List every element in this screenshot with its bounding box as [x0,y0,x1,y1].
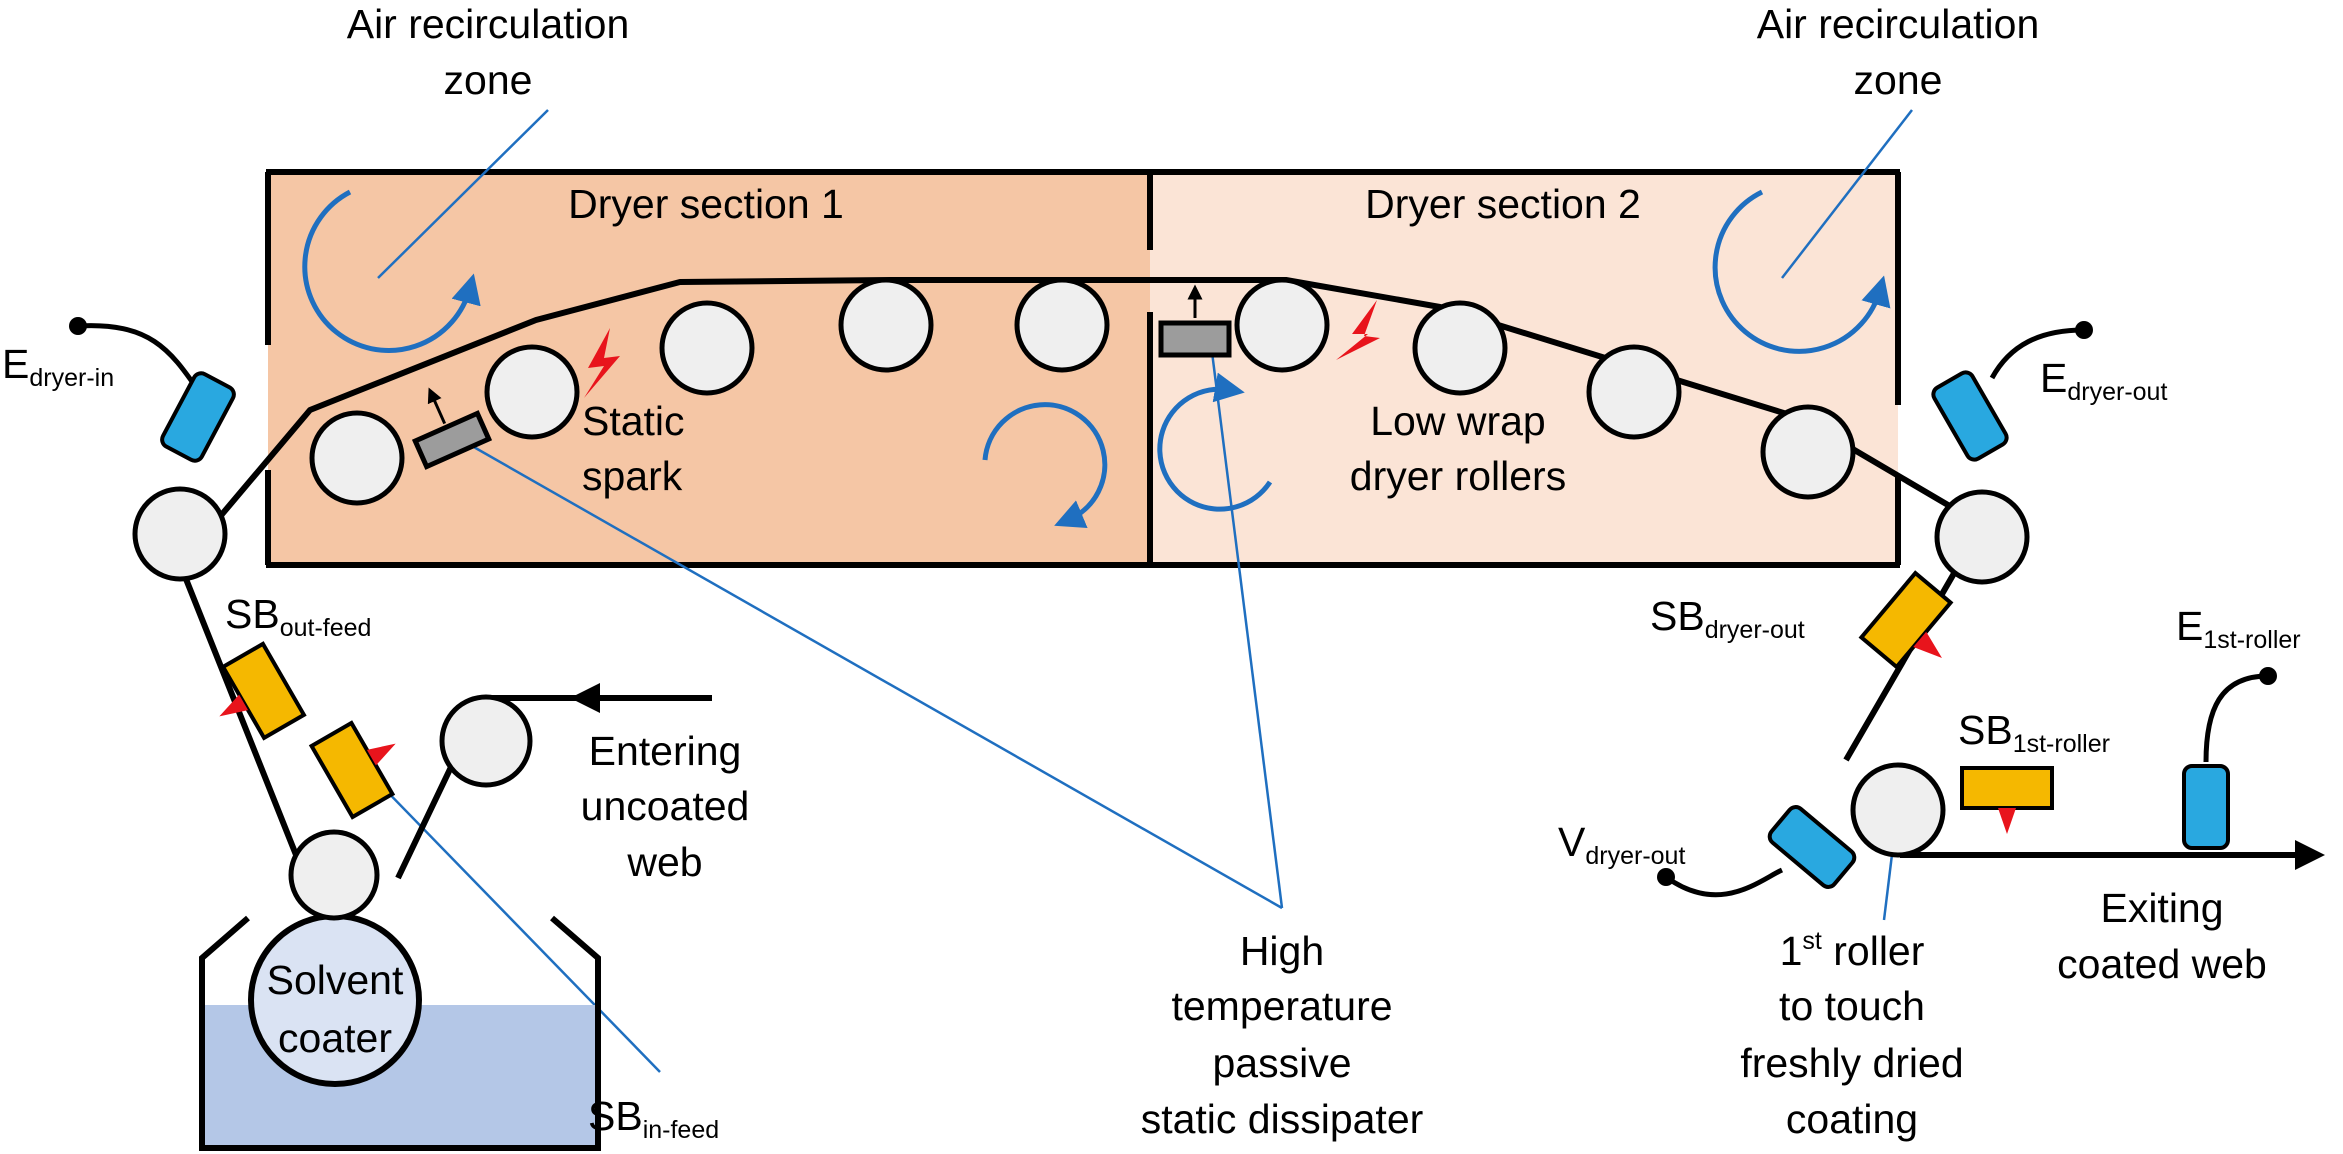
exiting-web-line2: coated web [2057,941,2267,987]
static-spark-label-line1: Static [582,398,685,444]
dryer-section-2-label: Dryer section 2 [1365,181,1641,227]
recirc-swirl-left [302,189,481,353]
first-roller-line4: coating [1786,1096,1918,1142]
roller [1760,404,1856,500]
static-bar-out-feed [219,641,307,741]
entering-web-line1: Entering [589,728,742,774]
air-recirc-left-line2: zone [444,57,533,103]
coater-label-line2: coater [278,1015,392,1061]
label-e-1st-roller: E1st-roller [2176,603,2301,654]
static-spark-icon [1336,300,1380,360]
exiting-web-line1: Exiting [2100,885,2223,931]
rollers [132,277,2030,921]
roller [838,277,934,373]
dryer-section-1-label: Dryer section 1 [568,181,844,227]
roller [1586,344,1682,440]
static-spark-label-line2: spark [582,453,683,499]
label-sb-in-feed: SBin-feed [588,1093,719,1144]
high-temp-line4: static dissipater [1141,1096,1424,1142]
coater-label-line1: Solvent [267,957,404,1003]
recirc-swirl-mid1 [982,402,1108,528]
label-e-dryer-in: Edryer-in [2,341,114,392]
air-recirc-left-line1: Air recirculation [347,1,630,47]
air-recirc-right-line1: Air recirculation [1757,1,2040,47]
roller [484,344,580,440]
high-temp-line3: passive [1212,1040,1351,1086]
air-recirc-right-line2: zone [1854,57,1943,103]
roller [1934,489,2030,585]
static-bar-in-feed [308,720,396,820]
label-v-dryer-out: Vdryer-out [1558,819,1685,870]
recirc-swirl-right [1712,189,1891,354]
low-wrap-label-line1: Low wrap [1370,398,1545,444]
label-sb-out-feed: SBout-feed [225,591,371,642]
roller [439,694,533,788]
recirc-swirl-mid2 [1157,372,1273,512]
coater-tank [199,915,601,1151]
entering-web-line2: uncoated [581,783,750,829]
label-sb-1st-roller: SB1st-roller [1958,707,2110,758]
first-roller-line2: to touch [1779,983,1925,1029]
first-roller [1850,762,1946,858]
label-sb-dryer-out: SBdryer-out [1650,593,1805,644]
static-bar-1st-roller [1960,766,2054,834]
static-spark-icon [584,328,620,398]
first-roller-line1: 1st roller [1780,927,1925,974]
roller [309,410,405,506]
first-roller-line3: freshly dried [1740,1040,1963,1086]
static-dissipater-right [1158,284,1232,358]
low-wrap-label-line2: dryer rollers [1350,453,1566,499]
roller [1014,277,1110,373]
sensor-e-1st-roller [2182,667,2277,850]
static-bar-dryer-out [1858,570,1954,670]
label-e-dryer-out: Edryer-out [2040,355,2167,406]
entering-web-line3: web [626,839,702,885]
sensor-v-dryer-out [1657,805,1857,898]
dryer-section-2 [1150,172,1898,565]
roller [1234,277,1330,373]
dryer-walls [265,169,1901,568]
static-dissipater-left [411,387,493,470]
high-temp-line2: temperature [1171,983,1392,1029]
roller [659,300,755,396]
roller [132,486,228,582]
roller [288,829,380,921]
sensor-e-dryer-in [69,317,236,463]
high-temp-line1: High [1240,928,1324,974]
roller [1412,300,1508,396]
sensor-e-dryer-out [1931,321,2093,462]
